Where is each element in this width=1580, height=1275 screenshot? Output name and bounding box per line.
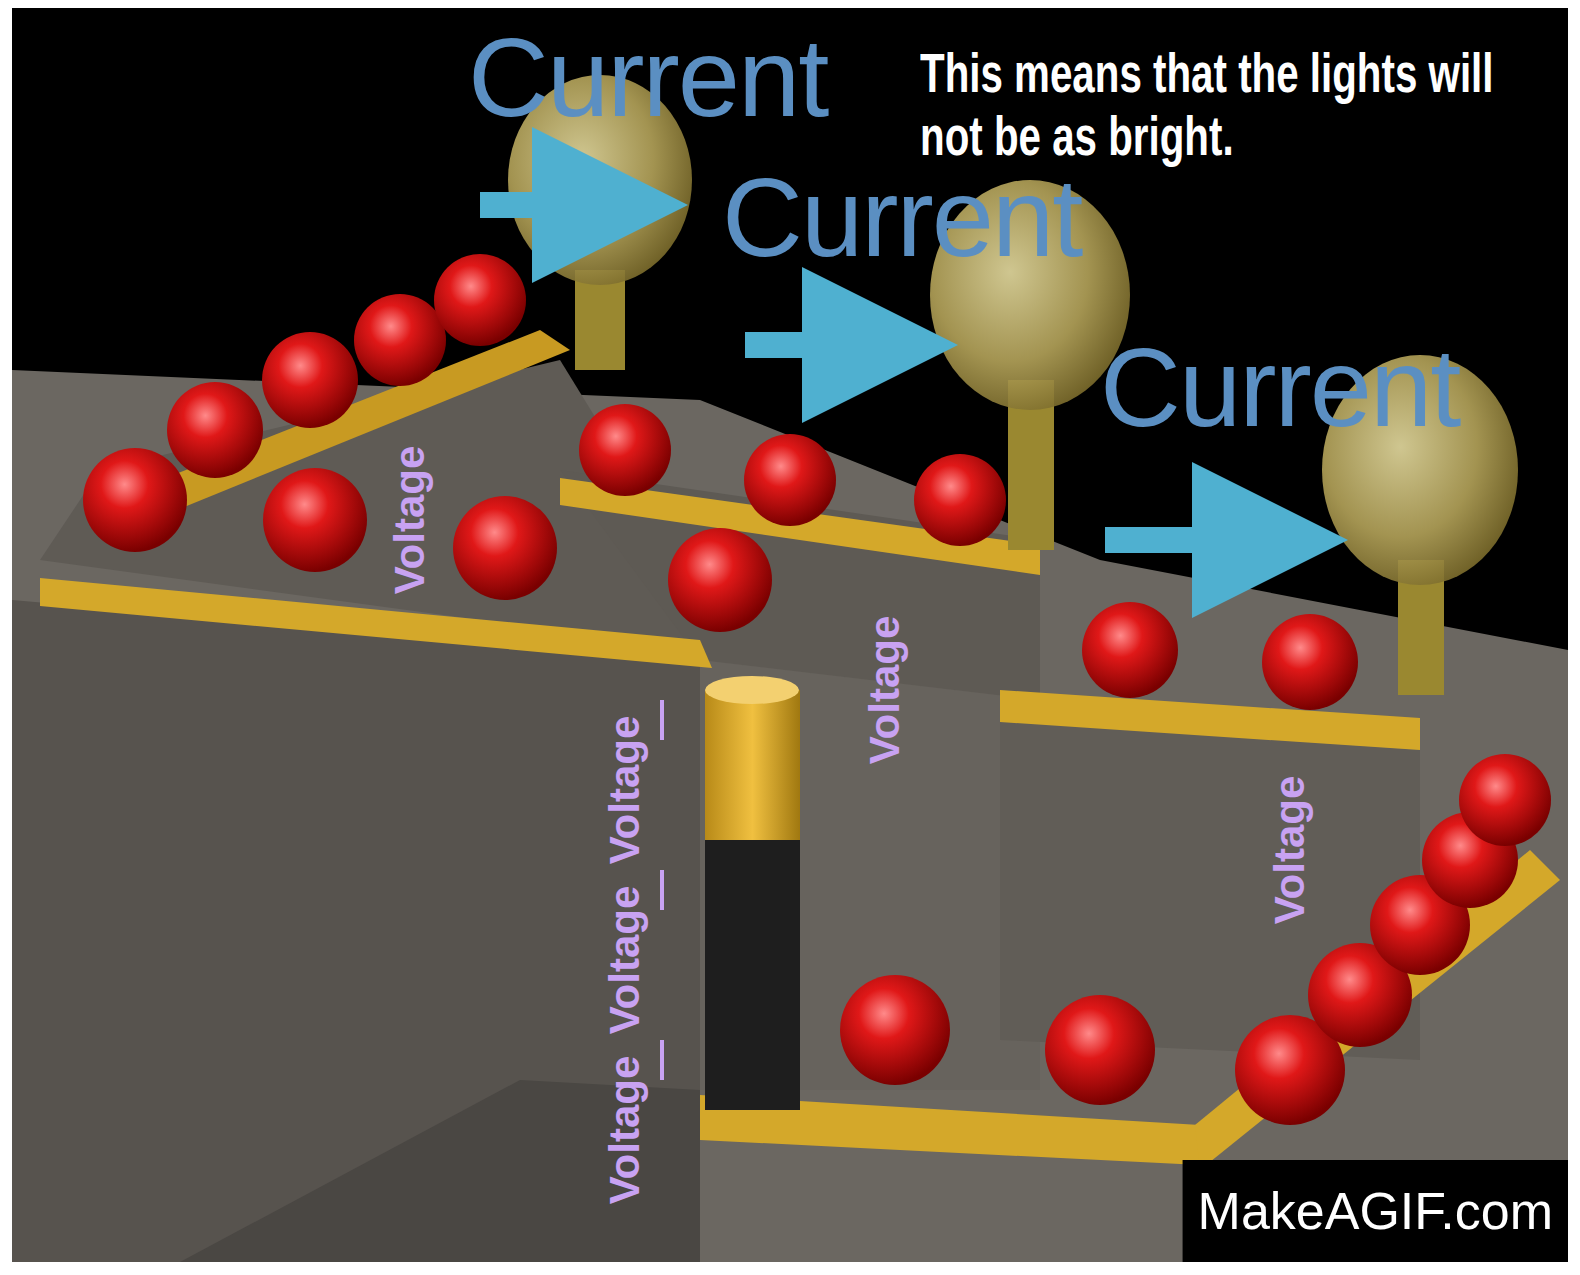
voltage-label: Voltage [864,616,906,765]
watermark-box [1183,1160,1568,1262]
conductor-rail [40,578,712,668]
note-text: This means that the lights will not be a… [920,42,1554,167]
floor [12,8,1568,1262]
charges [83,254,1551,1125]
voltage-label: Voltage [1269,776,1311,925]
voltage-label: Voltage [389,446,431,595]
voltage-label: Voltage [604,716,646,865]
current-label: Current [722,162,1081,274]
current-label: Current [1100,332,1459,444]
current-label: Current [468,22,827,134]
conductor-rail [1195,850,1560,1170]
left-step-face [12,600,700,1262]
watermark: MakeAGIF.com [1198,1185,1553,1237]
battery-negative [705,840,800,1110]
battery-cap [705,676,799,704]
battery-positive [705,690,800,840]
right-step-face [1000,720,1420,1060]
voltage-label: Voltage [604,886,646,1035]
conductor-rail [1000,690,1420,750]
current-arrow [1105,527,1270,553]
voltage-arrow [660,700,664,1080]
current-arrow [480,192,610,218]
voltage-label: Voltage [604,1056,646,1205]
current-arrow [745,332,880,358]
